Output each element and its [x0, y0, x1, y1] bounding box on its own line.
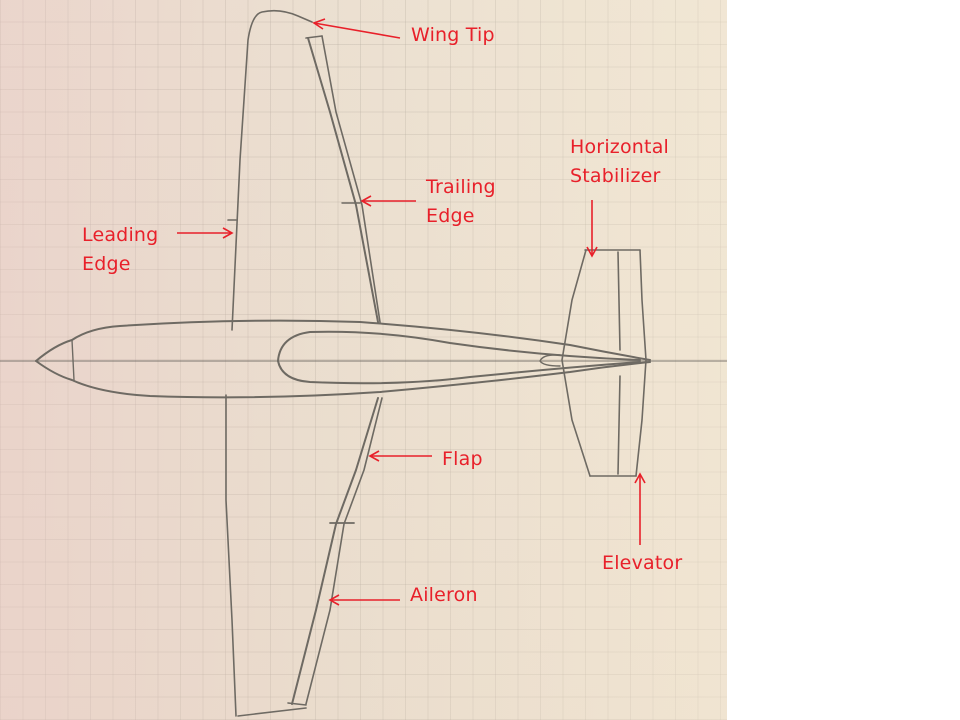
label-horizontal-stabilizer: Horizontal Stabilizer: [570, 136, 670, 187]
horizontal-stabilizer-arrow: [586, 200, 598, 258]
label-aileron: Aileron: [410, 584, 478, 606]
graph-paper-photo: Wing Tip Trailing Edge Leading Edge Hori…: [0, 0, 727, 720]
aircraft-sketch: [0, 9, 727, 717]
label-elevator: Elevator: [602, 552, 683, 574]
blank-margin: [727, 0, 960, 720]
horizontal-stabilizer: [561, 249, 647, 477]
upper-wing: [227, 9, 381, 331]
fuselage: [35, 319, 651, 399]
label-wing-tip: Wing Tip: [411, 24, 495, 46]
elevator-arrow: [634, 472, 646, 545]
annotation-arrows: [177, 18, 646, 606]
lower-wing: [225, 394, 383, 717]
label-flap: Flap: [442, 448, 483, 470]
wing-tip-arrow: [312, 18, 401, 39]
label-trailing-edge: Trailing Edge: [426, 176, 496, 227]
trailing-edge-arrow: [360, 195, 416, 207]
flap-arrow: [368, 450, 432, 462]
leading-edge-arrow: [177, 227, 234, 239]
label-leading-edge: Leading Edge: [82, 224, 159, 275]
aileron-arrow: [328, 594, 400, 606]
